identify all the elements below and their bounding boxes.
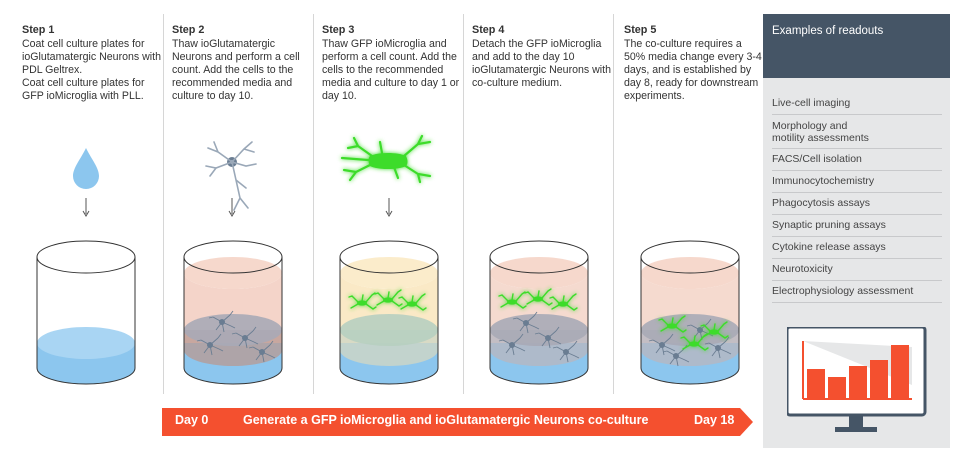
step-1: Step 1 Coat cell culture plates for ioGl… bbox=[22, 24, 162, 103]
readout-item: FACS/Cell isolation bbox=[772, 153, 862, 165]
readout-divider bbox=[772, 114, 942, 115]
step-2-description: Thaw ioGlutamatergic Neurons and perform… bbox=[172, 38, 300, 102]
readout-divider bbox=[772, 148, 942, 149]
readout-divider bbox=[772, 214, 942, 215]
readout-item: Phagocytosis assays bbox=[772, 197, 871, 209]
step-5: Step 5 The co-culture requires a 50% med… bbox=[624, 24, 764, 103]
readout-item: Cytokine release assays bbox=[772, 241, 886, 253]
timeline-start-label: Day 0 bbox=[175, 413, 209, 427]
culture-dish-1 bbox=[36, 240, 136, 385]
step-5-description: The co-culture requires a 50% media chan… bbox=[624, 38, 762, 102]
step-divider bbox=[613, 14, 614, 394]
culture-dish-2 bbox=[183, 240, 283, 385]
readout-item: Morphology and motility assessments bbox=[772, 120, 869, 144]
step-2-title: Step 2 bbox=[172, 24, 205, 36]
step-divider bbox=[313, 14, 314, 394]
step-2: Step 2 Thaw ioGlutamatergic Neurons and … bbox=[172, 24, 312, 103]
step-4-description: Detach the GFP ioMicroglia and add to th… bbox=[472, 38, 611, 89]
step-divider bbox=[463, 14, 464, 394]
culture-dish-4 bbox=[489, 240, 589, 385]
readout-item: Immunocytochemistry bbox=[772, 175, 875, 187]
readout-divider bbox=[772, 258, 942, 259]
readout-item: Neurotoxicity bbox=[772, 263, 833, 275]
readouts-header: Examples of readouts bbox=[763, 14, 950, 78]
timeline-banner bbox=[162, 408, 753, 436]
readout-divider bbox=[772, 280, 942, 281]
step-1-description: Coat cell culture plates for ioGlutamate… bbox=[22, 38, 161, 102]
down-arrow-icon bbox=[82, 198, 90, 217]
step-4-title: Step 4 bbox=[472, 24, 505, 36]
step-3-title: Step 3 bbox=[322, 24, 355, 36]
step-3-description: Thaw GFP ioMicroglia and perform a cell … bbox=[322, 38, 460, 102]
readout-item: Live-cell imaging bbox=[772, 97, 851, 109]
readouts-panel: Examples of readouts Live-cell imaging M… bbox=[763, 14, 950, 448]
step-3: Step 3 Thaw GFP ioMicroglia and perform … bbox=[322, 24, 462, 103]
timeline-description: Generate a GFP ioMicroglia and ioGlutama… bbox=[243, 413, 649, 427]
neuron-icon bbox=[205, 141, 257, 211]
readout-divider bbox=[772, 236, 942, 237]
readout-divider bbox=[772, 170, 942, 171]
down-arrow-icon bbox=[385, 198, 393, 217]
culture-dish-3 bbox=[339, 240, 439, 385]
down-arrow-icon bbox=[228, 198, 236, 217]
readout-item: Synaptic pruning assays bbox=[772, 219, 886, 231]
culture-dish-5 bbox=[640, 240, 740, 385]
step-4: Step 4 Detach the GFP ioMicroglia and ad… bbox=[472, 24, 612, 90]
monitor-chart-icon bbox=[787, 327, 927, 432]
step-1-title: Step 1 bbox=[22, 24, 55, 36]
readouts-title: Examples of readouts bbox=[772, 25, 884, 37]
droplet-icon bbox=[73, 148, 99, 189]
step-5-title: Step 5 bbox=[624, 24, 657, 36]
readout-divider bbox=[772, 302, 942, 303]
microglia-icon bbox=[340, 134, 432, 184]
timeline-end-label: Day 18 bbox=[694, 413, 735, 427]
readout-divider bbox=[772, 192, 942, 193]
readout-item: Electrophysiology assessment bbox=[772, 285, 914, 297]
step-divider bbox=[163, 14, 164, 394]
